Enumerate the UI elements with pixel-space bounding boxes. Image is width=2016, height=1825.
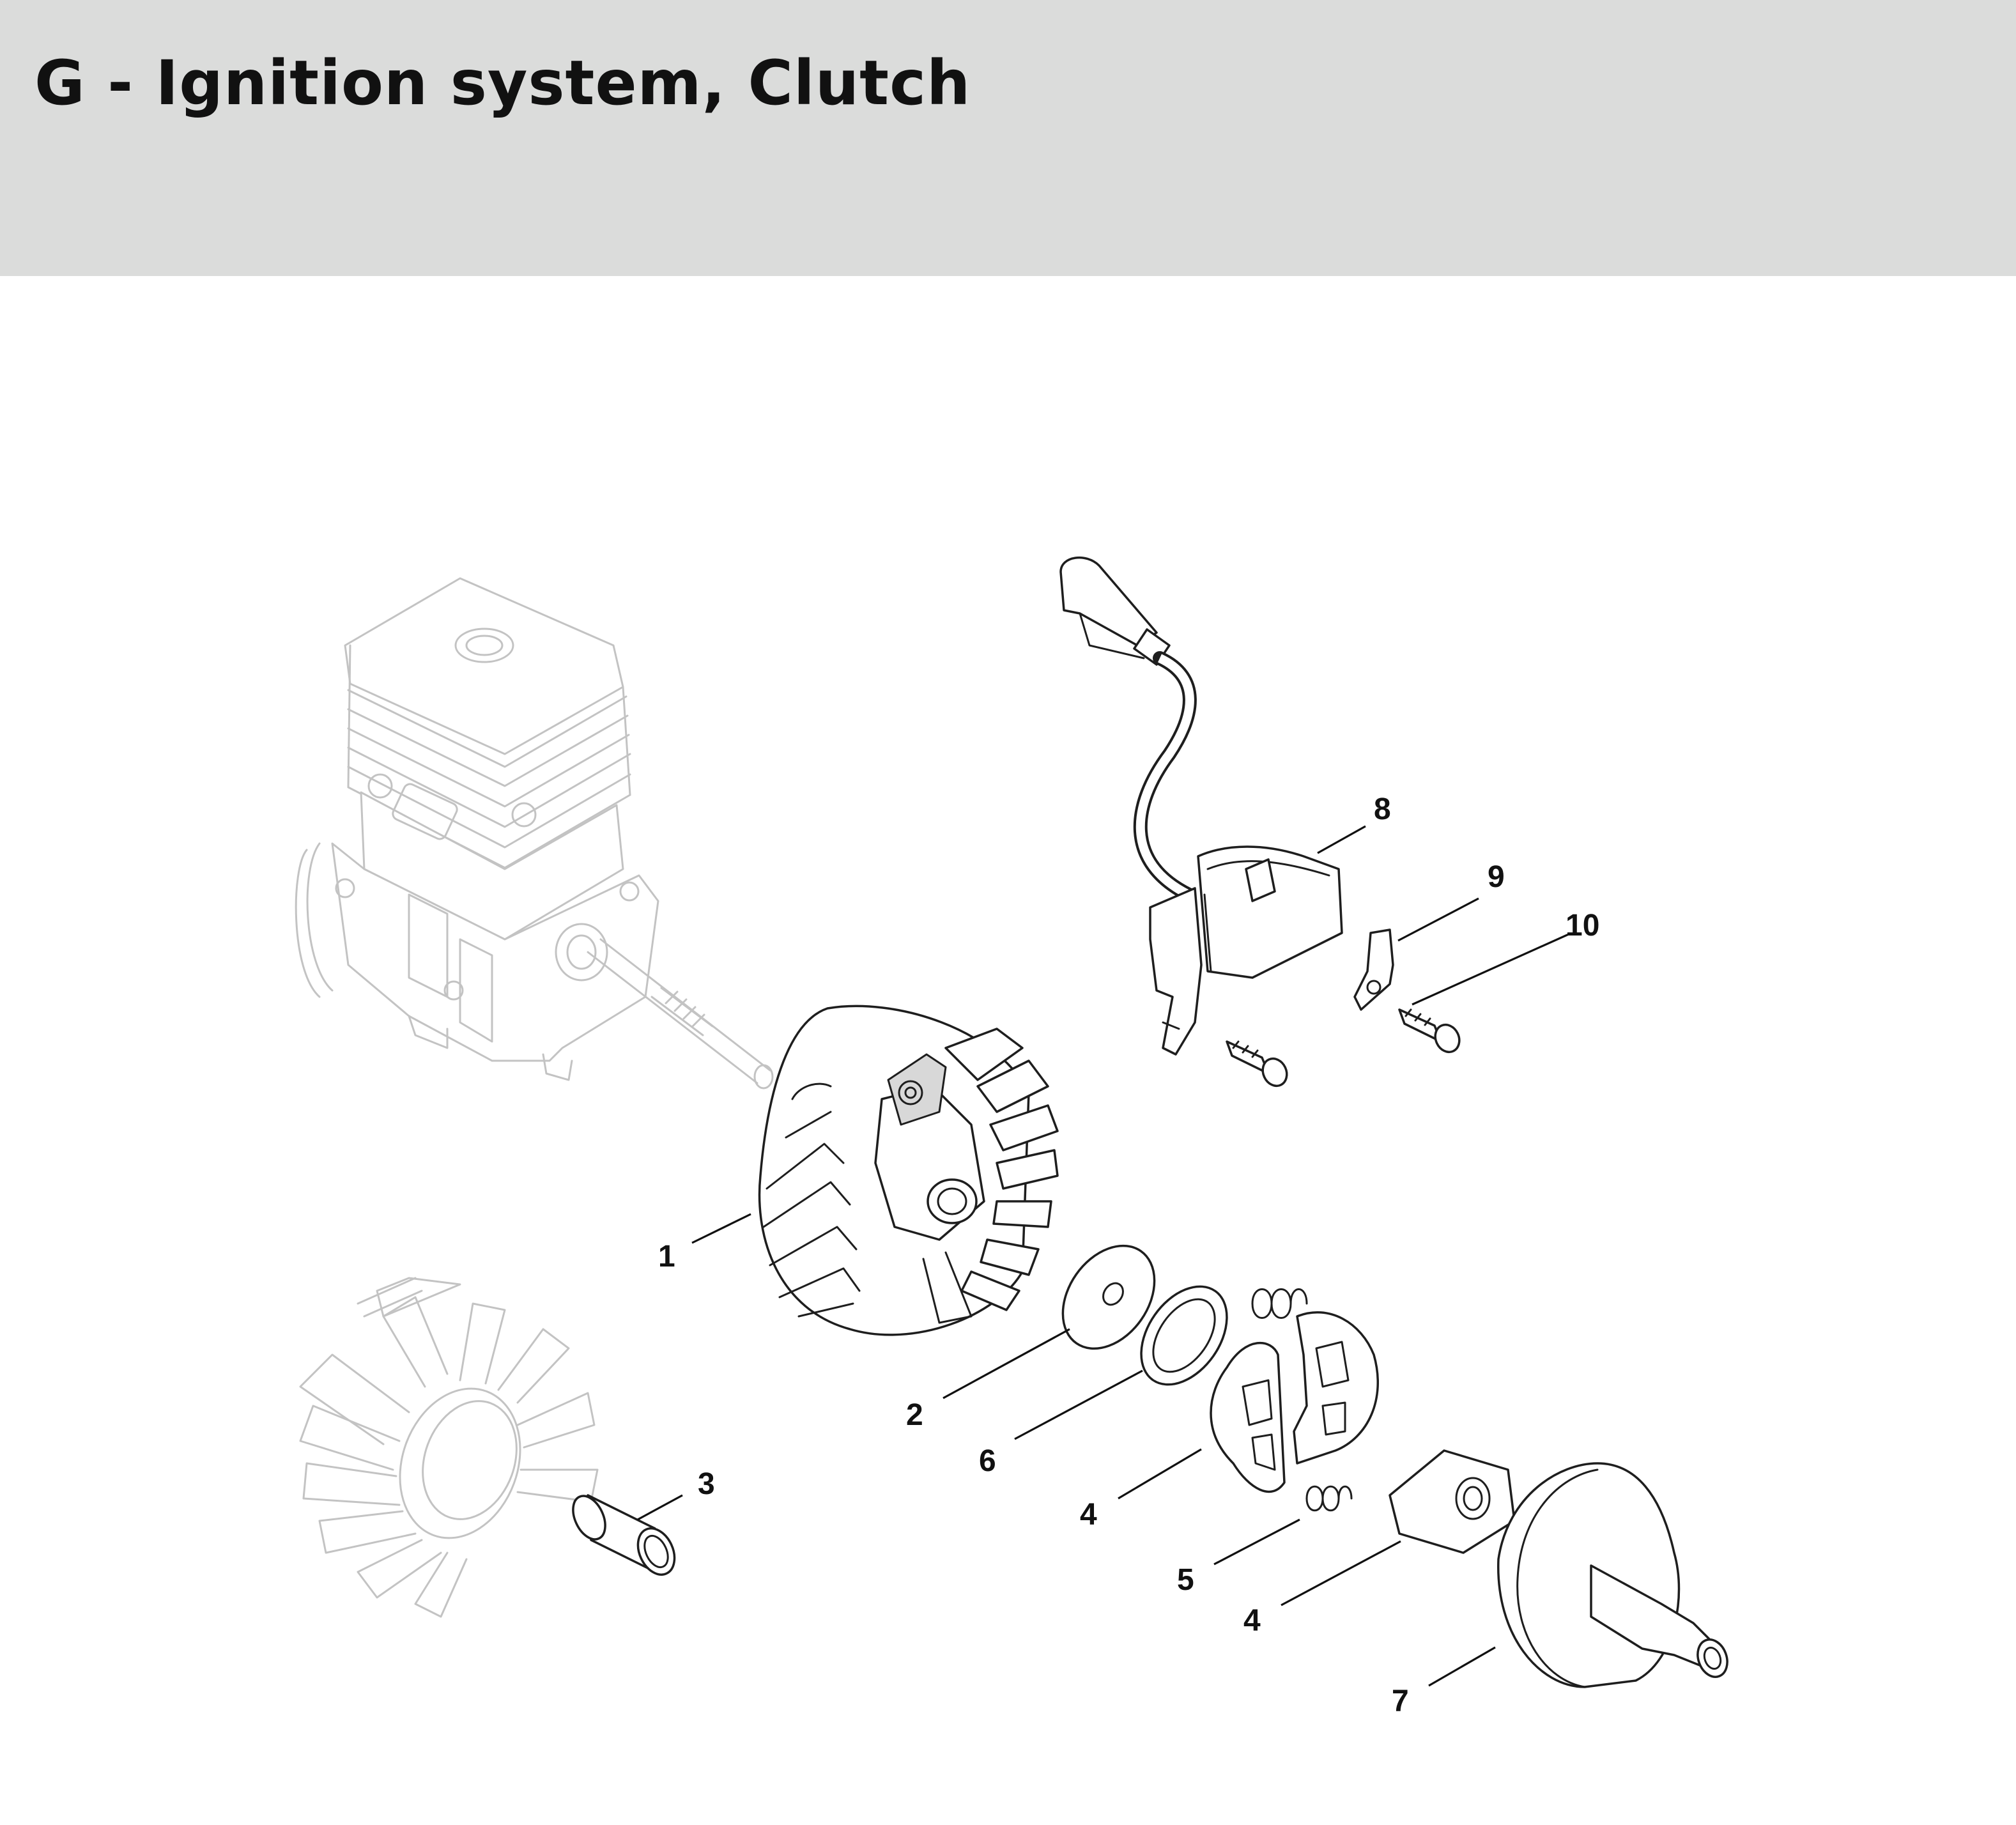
thrust-washer-part [1140,1285,1228,1386]
leader-line-4a [1118,1448,1202,1500]
callout-6: 6 [979,1444,996,1478]
callout-labels: 1 2 3 4 5 6 7 8 9 10 4 [658,792,1599,1718]
washer-part [1061,1244,1156,1350]
clutch-drum-part [1497,1462,1728,1688]
callout-4a: 4 [1080,1498,1097,1532]
header-bar: G - Ignition system, Clutch [0,0,2016,276]
leader-line-10 [1412,933,1569,1006]
callout-9: 9 [1488,860,1505,894]
fan-wheel-context-drawing [299,1277,599,1618]
callout-5: 5 [1177,1563,1194,1597]
leader-line-6 [1014,1369,1143,1440]
page-title: G - Ignition system, Clutch [35,47,971,119]
callout-2: 2 [906,1398,923,1432]
leader-line-7 [1428,1646,1496,1687]
screw-part [1398,1008,1461,1054]
callout-4b: 4 [1243,1604,1261,1638]
leader-line-1 [691,1213,751,1244]
clutch-carrier-part [1389,1449,1516,1554]
leader-line-2 [943,1328,1070,1399]
clutch-shoes-part [1210,1288,1380,1512]
callout-8: 8 [1374,792,1391,826]
callout-10: 10 [1566,909,1599,943]
leader-lines [637,825,1569,1687]
sleeve-part [572,1494,676,1576]
leader-line-9 [1397,897,1479,942]
leader-line-4b [1281,1540,1401,1606]
leader-line-5 [1213,1518,1300,1566]
callout-3: 3 [698,1467,715,1501]
callout-7: 7 [1392,1684,1409,1718]
leader-line-8 [1317,825,1366,854]
engine-context-drawing [295,577,774,1090]
flywheel-part [758,1005,1059,1336]
ground-plate-part [1353,928,1394,1011]
ignition-module-part [1059,556,1343,1088]
leader-line-3 [637,1494,683,1521]
callout-1: 1 [658,1240,675,1274]
